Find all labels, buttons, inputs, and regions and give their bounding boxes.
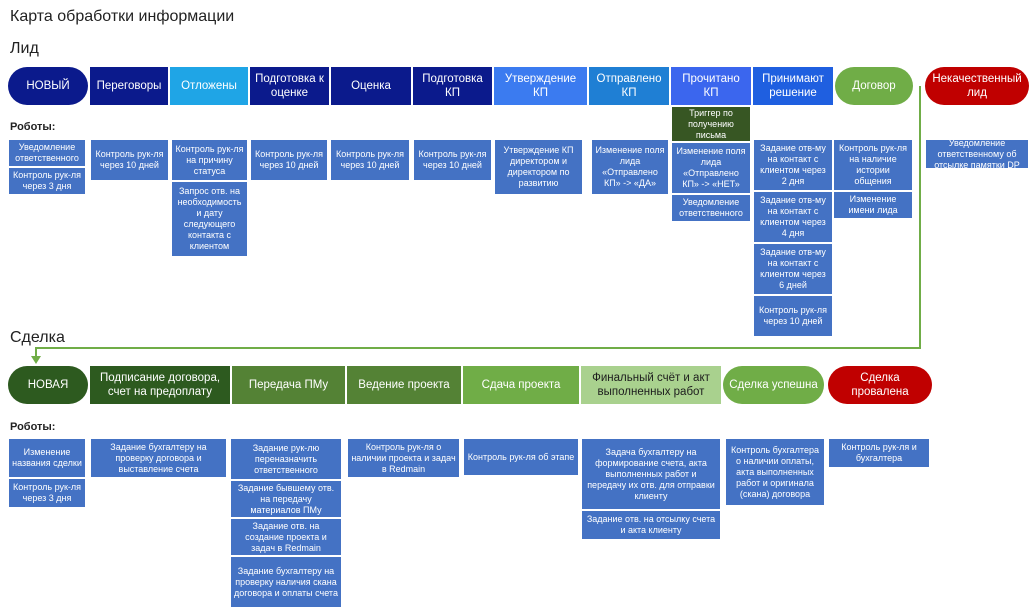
lead-stage[interactable]: Некачественный лид xyxy=(925,67,1029,105)
deal-robot-card: Задание бывшему отв. на передачу материа… xyxy=(230,480,342,518)
lead-robot-card: Задание отв-му на контакт с клиентом чер… xyxy=(753,243,833,295)
lead-stage[interactable]: Переговоры xyxy=(90,67,168,105)
deal-robot-card: Изменение названия сделки xyxy=(8,438,86,478)
lead-robots-label: Роботы: xyxy=(10,121,56,133)
lead-robot-card: Задание отв-му на контакт с клиентом чер… xyxy=(753,139,833,191)
deal-stage[interactable]: Передача ПМу xyxy=(232,366,345,404)
lead-stage[interactable]: Утверждение КП xyxy=(494,67,587,105)
deal-stage[interactable]: Сделка провалена xyxy=(828,366,932,404)
deal-robot-card: Задание отв. на отсылку счета и акта кли… xyxy=(581,510,721,540)
lead-robot-card: Изменение имени лида xyxy=(833,191,913,219)
page-title: Карта обработки информации xyxy=(10,8,235,25)
lead-robot-card: Контроль рук-ля через 3 дня xyxy=(8,167,86,195)
connector-horizontal xyxy=(36,347,921,349)
lead-robot-card: Контроль рук-ля через 10 дней xyxy=(753,295,833,337)
lead-robot-card: Изменение поля лида «Отправлено КП» -> «… xyxy=(671,142,751,194)
lead-robot-card: Контроль рук-ля через 10 дней xyxy=(330,139,410,181)
deal-heading: Сделка xyxy=(10,329,65,346)
lead-stage[interactable]: Отправлено КП xyxy=(589,67,669,105)
lead-stage[interactable]: НОВЫЙ xyxy=(8,67,88,105)
connector-vertical xyxy=(919,86,921,348)
deal-stage[interactable]: НОВАЯ xyxy=(8,366,88,404)
lead-stage[interactable]: Оценка xyxy=(331,67,411,105)
lead-stage[interactable]: Принимают решение xyxy=(753,67,833,105)
lead-robot-card: Уведомление ответственного xyxy=(671,194,751,222)
lead-stage[interactable]: Договор xyxy=(835,67,913,105)
deal-robot-card: Задание бухгалтеру на проверку наличия с… xyxy=(230,556,342,608)
lead-stage[interactable]: Отложены xyxy=(170,67,248,105)
deal-stage[interactable]: Сделка успешна xyxy=(723,366,824,404)
lead-robot-card: Триггер по получению письма xyxy=(671,106,751,142)
lead-robot-card: Утверждение КП директором и директором п… xyxy=(494,139,583,195)
lead-stage[interactable]: Подготовка КП xyxy=(413,67,492,105)
deal-robot-card: Контроль рук-ля и бухгалтера xyxy=(828,438,930,468)
lead-robot-card: Контроль рук-ля на наличие истории общен… xyxy=(833,139,913,191)
deal-robot-card: Контроль бухгалтера о наличии оплаты, ак… xyxy=(725,438,825,506)
connector-drop xyxy=(35,347,37,360)
lead-robot-card: Контроль рук-ля через 10 дней xyxy=(250,139,328,181)
deal-stage[interactable]: Подписание договора, счет на предоплату xyxy=(90,366,230,404)
deal-robot-card: Задача бухгалтеру на формирование счета,… xyxy=(581,438,721,510)
lead-robot-card: Контроль рук-ля на причину статуса xyxy=(171,139,248,181)
lead-robot-card: Уведомление ответственному об отсылке па… xyxy=(925,138,1029,170)
deal-robot-card: Контроль рук-ля о наличии проекта и зада… xyxy=(347,438,460,478)
deal-robot-card: Задание рук-лю переназначить ответственн… xyxy=(230,438,342,480)
deal-robots-label: Роботы: xyxy=(10,421,56,433)
lead-stage[interactable]: Прочитано КП xyxy=(671,67,751,105)
deal-robot-card: Контроль рук-ля об этапе xyxy=(463,438,579,476)
lead-robot-card: Контроль рук-ля через 10 дней xyxy=(413,139,492,181)
deal-robot-card: Контроль рук-ля через 3 дня xyxy=(8,478,86,508)
lead-stage[interactable]: Подготовка к оценке xyxy=(250,67,329,105)
deal-stage[interactable]: Финальный счёт и акт выполненных работ xyxy=(581,366,721,404)
deal-stage[interactable]: Ведение проекта xyxy=(347,366,461,404)
deal-robot-card: Задание бухгалтеру на проверку договора … xyxy=(90,438,227,478)
lead-robot-card: Задание отв-му на контакт с клиентом чер… xyxy=(753,191,833,243)
deal-robot-card: Задание отв. на создание проекта и задач… xyxy=(230,518,342,556)
lead-robot-card: Уведомление ответственного xyxy=(8,139,86,167)
lead-robot-card: Изменение поля лида «Отправлено КП» -> «… xyxy=(591,139,669,195)
deal-stage[interactable]: Сдача проекта xyxy=(463,366,579,404)
lead-robot-card: Контроль рук-ля через 10 дней xyxy=(90,139,169,181)
arrow-down-icon xyxy=(31,356,41,364)
lead-robot-card: Запрос отв. на необходимость и дату след… xyxy=(171,181,248,257)
lead-heading: Лид xyxy=(10,40,39,57)
